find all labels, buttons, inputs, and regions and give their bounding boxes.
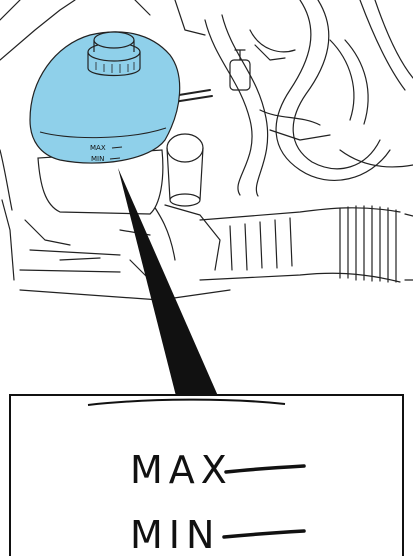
tank-min-label: MIN <box>91 155 104 163</box>
tank-max-label: MAX <box>90 144 106 152</box>
callout-detail-box: MAX MIN <box>10 395 403 556</box>
callout-min-label: MIN <box>130 513 220 556</box>
callout-pointer <box>118 168 218 396</box>
coolant-reservoir: MAX MIN <box>30 32 180 214</box>
callout-max-label: MAX <box>130 448 233 492</box>
